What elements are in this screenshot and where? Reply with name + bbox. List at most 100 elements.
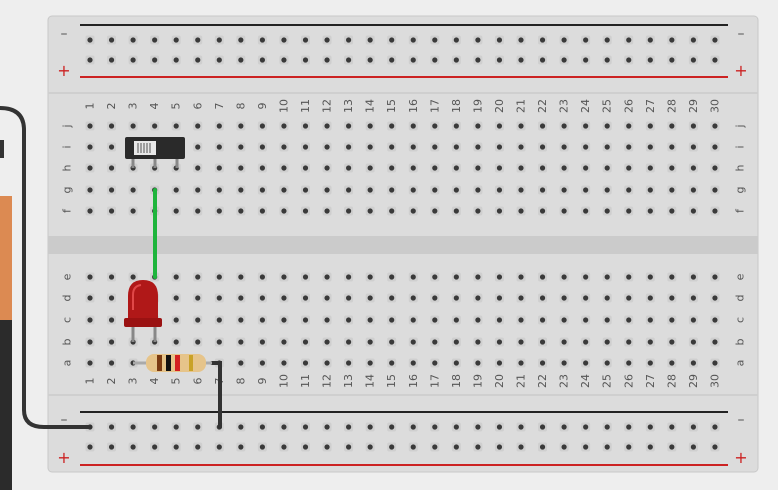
hole-g19[interactable] (473, 185, 483, 195)
rail-hole-upper-minus-23[interactable] (559, 35, 569, 45)
hole-e26[interactable] (624, 272, 634, 282)
hole-a11[interactable] (301, 358, 310, 368)
rail-hole-upper-minus-30[interactable] (710, 35, 720, 45)
hole-c20[interactable] (494, 315, 504, 325)
rail-hole-lower-plus-25[interactable] (602, 442, 612, 452)
hole-d19[interactable] (473, 293, 483, 303)
hole-e11[interactable] (301, 272, 310, 282)
hole-f17[interactable] (430, 206, 440, 216)
hole-i21[interactable] (516, 142, 526, 152)
hole-d25[interactable] (602, 293, 612, 303)
hole-g29[interactable] (688, 185, 698, 195)
rail-hole-lower-plus-9[interactable] (257, 442, 267, 452)
rail-hole-upper-plus-27[interactable] (645, 55, 655, 65)
hole-i19[interactable] (473, 142, 483, 152)
hole-e29[interactable] (688, 272, 698, 282)
rail-hole-upper-plus-24[interactable] (581, 55, 591, 65)
rail-hole-lower-minus-25[interactable] (602, 422, 612, 432)
hole-g2[interactable] (107, 185, 117, 195)
hole-i10[interactable] (279, 142, 289, 152)
rail-hole-lower-plus-6[interactable] (193, 442, 203, 452)
hole-e9[interactable] (257, 272, 267, 282)
hole-f29[interactable] (688, 206, 698, 216)
hole-g11[interactable] (301, 185, 310, 195)
hole-d6[interactable] (193, 293, 203, 303)
hole-j18[interactable] (451, 121, 461, 131)
rail-hole-upper-minus-11[interactable] (301, 35, 310, 45)
hole-g27[interactable] (645, 185, 655, 195)
hole-c25[interactable] (602, 315, 612, 325)
hole-b28[interactable] (667, 337, 677, 347)
rail-hole-upper-plus-11[interactable] (301, 55, 310, 65)
hole-b22[interactable] (538, 337, 548, 347)
hole-d5[interactable] (171, 293, 181, 303)
hole-c24[interactable] (581, 315, 591, 325)
rail-hole-lower-minus-20[interactable] (494, 422, 504, 432)
rail-hole-upper-minus-24[interactable] (581, 35, 591, 45)
hole-a22[interactable] (538, 358, 548, 368)
rail-hole-upper-minus-12[interactable] (322, 35, 332, 45)
hole-a23[interactable] (559, 358, 569, 368)
hole-h1[interactable] (85, 163, 95, 173)
hole-j30[interactable] (710, 121, 720, 131)
hole-g7[interactable] (214, 185, 224, 195)
hole-g12[interactable] (322, 185, 332, 195)
rail-hole-upper-plus-16[interactable] (408, 55, 418, 65)
hole-i20[interactable] (494, 142, 504, 152)
hole-f7[interactable] (214, 206, 224, 216)
hole-i28[interactable] (667, 142, 677, 152)
hole-h18[interactable] (451, 163, 461, 173)
hole-d26[interactable] (624, 293, 634, 303)
hole-a12[interactable] (322, 358, 332, 368)
hole-j8[interactable] (236, 121, 246, 131)
rail-hole-upper-plus-20[interactable] (494, 55, 504, 65)
hole-i7[interactable] (214, 142, 224, 152)
hole-g25[interactable] (602, 185, 612, 195)
hole-c30[interactable] (710, 315, 720, 325)
hole-h8[interactable] (236, 163, 246, 173)
rail-hole-upper-minus-18[interactable] (451, 35, 461, 45)
rail-hole-upper-plus-2[interactable] (107, 55, 117, 65)
rail-hole-lower-minus-8[interactable] (236, 422, 246, 432)
hole-g8[interactable] (236, 185, 246, 195)
hole-a10[interactable] (279, 358, 289, 368)
rail-hole-upper-plus-5[interactable] (171, 55, 181, 65)
hole-g17[interactable] (430, 185, 440, 195)
hole-i12[interactable] (322, 142, 332, 152)
rail-hole-lower-plus-18[interactable] (451, 442, 461, 452)
rail-hole-upper-minus-4[interactable] (150, 35, 160, 45)
hole-i16[interactable] (408, 142, 418, 152)
rail-hole-upper-plus-3[interactable] (128, 55, 138, 65)
hole-f22[interactable] (538, 206, 548, 216)
rail-hole-lower-plus-2[interactable] (107, 442, 117, 452)
rail-hole-upper-plus-4[interactable] (150, 55, 160, 65)
hole-a27[interactable] (645, 358, 655, 368)
hole-c5[interactable] (171, 315, 181, 325)
hole-a21[interactable] (516, 358, 526, 368)
rail-hole-upper-minus-8[interactable] (236, 35, 246, 45)
hole-h17[interactable] (430, 163, 440, 173)
hole-e13[interactable] (344, 272, 354, 282)
hole-c10[interactable] (279, 315, 289, 325)
rail-hole-lower-minus-2[interactable] (107, 422, 117, 432)
hole-c28[interactable] (667, 315, 677, 325)
hole-h6[interactable] (193, 163, 203, 173)
hole-j26[interactable] (624, 121, 634, 131)
hole-d1[interactable] (85, 293, 95, 303)
hole-f18[interactable] (451, 206, 461, 216)
hole-h22[interactable] (538, 163, 548, 173)
rail-hole-lower-minus-9[interactable] (257, 422, 267, 432)
hole-e28[interactable] (667, 272, 677, 282)
hole-d13[interactable] (344, 293, 354, 303)
hole-e24[interactable] (581, 272, 591, 282)
hole-i15[interactable] (387, 142, 397, 152)
rail-hole-lower-minus-3[interactable] (128, 422, 138, 432)
hole-j28[interactable] (667, 121, 677, 131)
rail-hole-upper-minus-28[interactable] (667, 35, 677, 45)
rail-hole-lower-plus-10[interactable] (279, 442, 289, 452)
rail-hole-lower-minus-18[interactable] (451, 422, 461, 432)
hole-f25[interactable] (602, 206, 612, 216)
hole-b1[interactable] (85, 337, 95, 347)
hole-g15[interactable] (387, 185, 397, 195)
hole-f28[interactable] (667, 206, 677, 216)
